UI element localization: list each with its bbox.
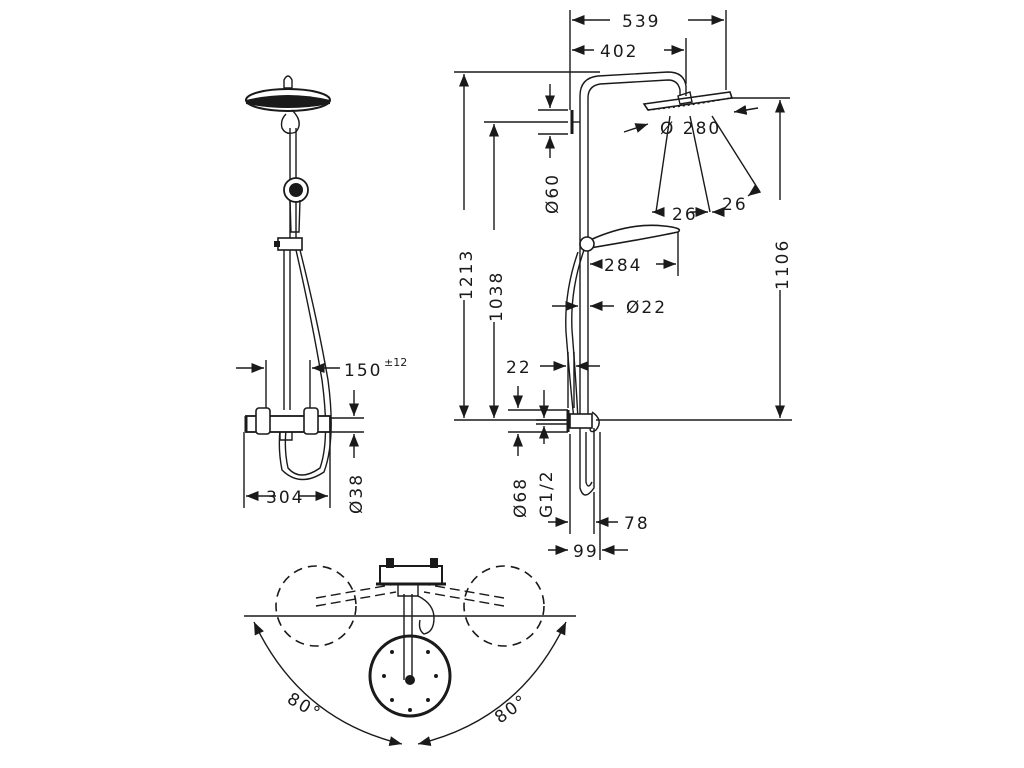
- shower-plate-top: [368, 634, 452, 718]
- dim-68-label: Ø68: [511, 477, 531, 518]
- dim-284: 284: [590, 232, 679, 276]
- dim-1213: 1213: [454, 71, 600, 421]
- dim-150-tolerance: ±12: [384, 356, 407, 369]
- dim-99-label: 99: [573, 542, 599, 562]
- dim-g12: G1/2: [536, 390, 568, 518]
- dim-60-label: Ø60: [543, 173, 563, 214]
- thermostat-mixer-front: [244, 407, 331, 441]
- dim-1038-label: 1038: [487, 271, 507, 322]
- dim-g12-label: G1/2: [537, 469, 557, 518]
- angle-right-label: 80°: [491, 691, 532, 728]
- dim-99: 99: [548, 432, 628, 562]
- dim-22a-label: Ø22: [626, 298, 667, 318]
- dim-78-label: 78: [624, 514, 650, 534]
- thermostat-mixer-side: [566, 410, 600, 496]
- dim-26a-label: 26: [672, 205, 698, 225]
- dim-1038: 1038: [484, 121, 568, 418]
- dim-diameter-68: Ø68: [508, 386, 568, 518]
- dim-22b-label: 22: [506, 358, 532, 378]
- dim-26-pair: 26 26: [652, 184, 762, 225]
- overhead-shower-side: [642, 91, 734, 111]
- top-view: 80° 80°: [244, 558, 576, 747]
- dim-26b-label: 26: [722, 195, 748, 215]
- side-view: 539 402 Ø 280 1213 1038: [454, 10, 793, 562]
- dim-150-label: 150: [344, 361, 382, 381]
- hand-shower-front: [283, 177, 309, 233]
- dim-diameter-38: Ø38: [330, 390, 367, 514]
- dim-402-label: 402: [600, 42, 638, 62]
- dim-304: 304: [243, 432, 331, 508]
- dim-539-label: 539: [622, 12, 660, 32]
- dim-1106-label: 1106: [773, 239, 793, 290]
- overhead-shower-front: [245, 75, 331, 112]
- dim-539: 539: [569, 10, 727, 110]
- dim-304-label: 304: [266, 488, 304, 508]
- dim-diameter-60: Ø60: [538, 84, 568, 214]
- angle-left-label: 80°: [284, 689, 325, 724]
- hand-shower-side: [579, 224, 681, 252]
- dim-22: 22: [506, 352, 600, 408]
- dim-78: 78: [548, 434, 650, 534]
- dim-1106: 1106: [596, 100, 793, 421]
- dim-1213-label: 1213: [457, 249, 477, 300]
- mixer-top: [376, 558, 446, 597]
- dim-280-label: Ø 280: [660, 119, 721, 139]
- dim-284-label: 284: [604, 256, 642, 276]
- dim-150: 150 ±12: [236, 356, 407, 408]
- dim-38-label: Ø38: [347, 473, 367, 514]
- dim-diameter-280: Ø 280: [623, 97, 790, 139]
- front-view: 150 ±12 304 Ø38: [236, 75, 407, 514]
- dim-diameter-22: Ø22: [552, 298, 667, 318]
- dim-402: 402: [572, 38, 687, 84]
